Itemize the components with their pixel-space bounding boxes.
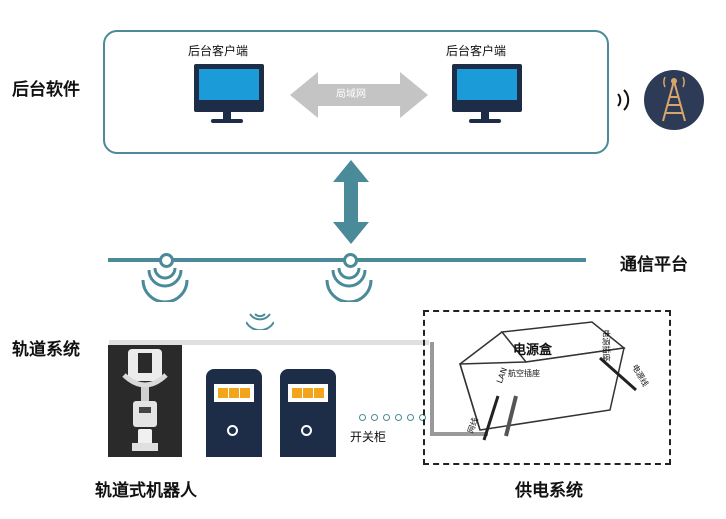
rail-robot-label: 轨道式机器人 — [95, 481, 197, 501]
double-arrow-icon — [333, 160, 369, 244]
signal-waves-icon — [141, 268, 189, 302]
rail-system-label: 轨道系统 — [12, 340, 80, 360]
power-system-box — [423, 310, 671, 465]
power-box-label: 电源盒 — [513, 343, 553, 358]
radio-tower-icon — [644, 70, 704, 130]
signal-waves-icon — [617, 89, 630, 111]
switch-cabinet-icon — [206, 369, 262, 457]
ellipsis-dots — [359, 406, 431, 425]
client-left-label: 后台客户端 — [188, 44, 249, 58]
backend-software-label: 后台软件 — [12, 80, 80, 100]
power-box-image — [430, 321, 637, 441]
network-node — [343, 253, 358, 268]
switch-cabinet-label: 开关柜 — [350, 430, 387, 444]
power-system-label: 供电系统 — [515, 481, 583, 501]
signal-waves-icon — [325, 268, 373, 302]
client-right-label: 后台客户端 — [446, 44, 507, 58]
robot-image — [108, 345, 182, 457]
comm-platform-label: 通信平台 — [620, 255, 688, 275]
aviation-plug-label: 航空插座 — [508, 369, 540, 378]
power-socket-label: 电源插座 — [601, 329, 611, 362]
lan-label: 局域网 — [336, 89, 366, 100]
wireless-icon — [246, 313, 274, 330]
switch-cabinet-icon — [280, 369, 336, 457]
rail-track — [109, 340, 429, 345]
double-arrow-icon — [290, 72, 428, 118]
network-node — [159, 253, 174, 268]
